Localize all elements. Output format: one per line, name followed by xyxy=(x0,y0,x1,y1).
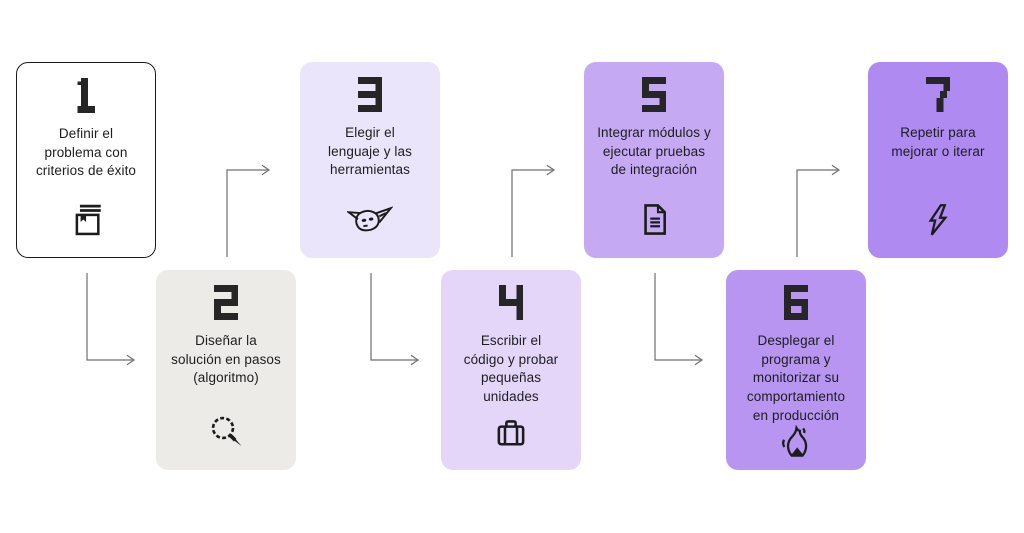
magnifier-icon xyxy=(208,413,245,450)
document-icon xyxy=(636,201,672,238)
step-label: Desplegar el programa y monitorizar su c… xyxy=(746,333,846,423)
connector-arrow-6-7 xyxy=(796,164,841,257)
step-number xyxy=(74,78,99,113)
yoda-icon xyxy=(347,205,393,238)
lightning-icon xyxy=(921,202,955,238)
step-label: Diseñar la solución en pasos (algoritmo) xyxy=(171,333,281,386)
step-card-3: Elegir el lenguaje y las herramientas xyxy=(300,62,440,258)
book-icon xyxy=(69,202,104,237)
step-card-7: Repetir para mejorar o iterar xyxy=(868,62,1008,258)
step-label: Integrar módulos y ejecutar pruebas de i… xyxy=(597,125,711,178)
connector-arrow-2-3 xyxy=(226,164,271,257)
step-number xyxy=(783,285,809,320)
step-card-1: Definir el problema con criterios de éxi… xyxy=(16,62,156,258)
step-number xyxy=(357,77,383,112)
connector-arrow-4-5 xyxy=(511,164,556,257)
flame-icon xyxy=(778,425,815,461)
step-label: Elegir el lenguaje y las herramientas xyxy=(328,125,412,178)
step-card-6: Desplegar el programa y monitorizar su c… xyxy=(726,270,866,470)
connector-arrow-5-6 xyxy=(654,273,704,366)
connector-arrow-1-2 xyxy=(86,273,136,366)
step-label: Escribir el código y probar pequeñas uni… xyxy=(463,333,559,404)
step-card-2: Diseñar la solución en pasos (algoritmo) xyxy=(156,270,296,470)
step-label: Repetir para mejorar o iterar xyxy=(891,125,985,159)
step-number xyxy=(498,285,524,320)
step-card-5: Integrar módulos y ejecutar pruebas de i… xyxy=(584,62,724,258)
connector-arrow-3-4 xyxy=(370,273,420,366)
step-number xyxy=(213,285,239,320)
step-number xyxy=(925,77,951,112)
briefcase-icon xyxy=(492,413,530,450)
step-card-4: Escribir el código y probar pequeñas uni… xyxy=(441,270,581,470)
step-label: Definir el problema con criterios de éxi… xyxy=(35,126,137,179)
step-number xyxy=(641,77,667,112)
